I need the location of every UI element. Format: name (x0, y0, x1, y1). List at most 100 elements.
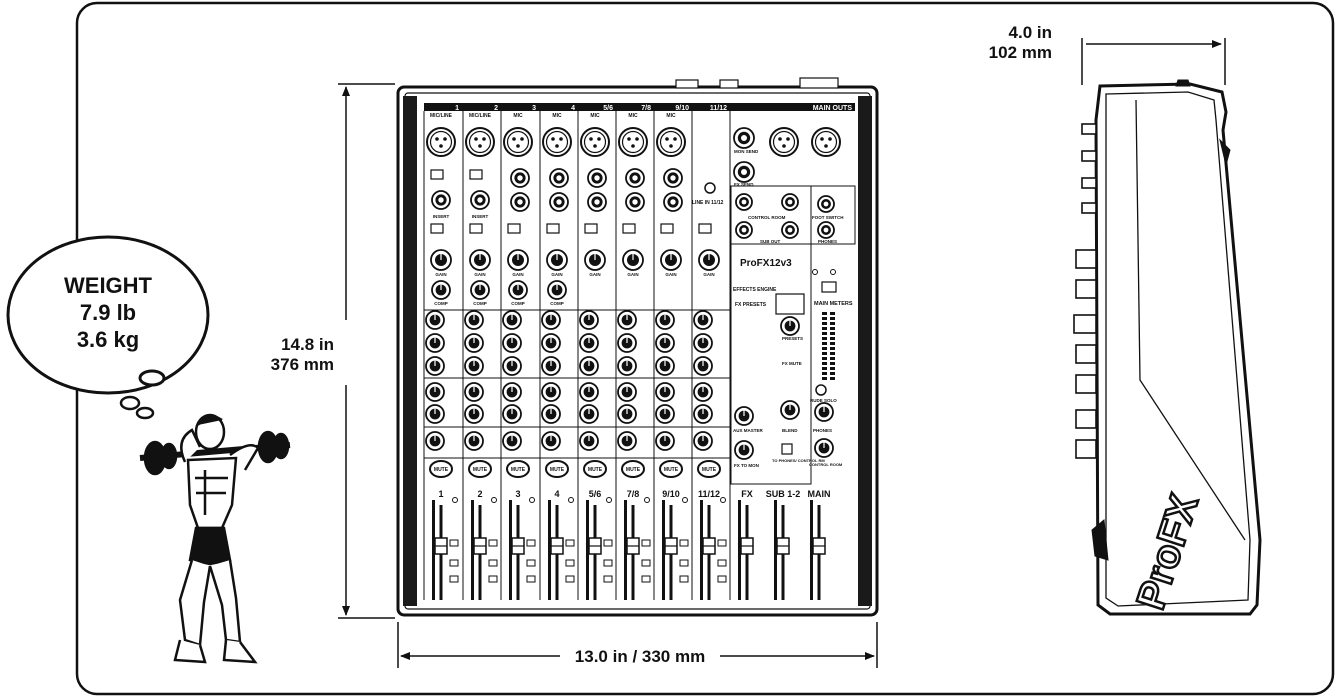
fader-scale (700, 500, 703, 600)
input-type-label: MIC (513, 113, 523, 119)
assign-switch (449, 539, 459, 547)
xlr-jack (618, 127, 648, 157)
eq-knob (464, 333, 484, 353)
led (529, 497, 535, 503)
main-meters-label: MAIN METERS (814, 301, 853, 307)
pan-knob (425, 431, 445, 451)
channel-header-label: 2 (494, 105, 498, 112)
assign-switch (679, 559, 689, 567)
switch (698, 223, 712, 234)
fader-scale (548, 500, 551, 600)
pan-knob (655, 431, 675, 451)
pfl-switch (641, 575, 651, 583)
low-cut-switch (660, 223, 674, 234)
gain-label: GAIN (627, 272, 638, 277)
meter-led (830, 347, 835, 350)
mute-label: MUTE (626, 467, 641, 473)
aux-knob (693, 382, 713, 402)
meter-led (830, 352, 835, 355)
line-in-jack (625, 192, 645, 212)
height-in: 14.8 in (281, 335, 334, 354)
meter-led (822, 352, 827, 355)
low-cut-switch (622, 223, 636, 234)
meter-led (830, 337, 835, 340)
assign-switch (565, 559, 575, 567)
eq-knob (502, 356, 522, 376)
pfl-switch (565, 575, 575, 583)
comp-knob (547, 280, 567, 300)
pan-knob (464, 431, 484, 451)
xlr-jack (465, 127, 495, 157)
led (606, 497, 612, 503)
led (568, 497, 574, 503)
low-cut-switch (546, 223, 560, 234)
eq-knob (464, 310, 484, 330)
meter-led (822, 337, 827, 340)
assign-switch (603, 559, 613, 567)
mute-label: MUTE (664, 467, 679, 473)
fader-scale (662, 500, 665, 600)
fader-scale (624, 500, 627, 600)
pfl-switch (603, 575, 613, 583)
line-in-jack (663, 168, 683, 188)
weight-title: WEIGHT (64, 273, 153, 298)
fader-scale (738, 500, 741, 600)
assign-switch (717, 559, 727, 567)
assign-switch (603, 539, 613, 547)
low-cut-switch (507, 223, 521, 234)
foot-switch-label: FOOT SWITCH (812, 215, 844, 220)
meter-led (830, 367, 835, 370)
fader-label: FX (741, 489, 753, 499)
side-knob-stub (1075, 374, 1097, 394)
eq-knob (464, 356, 484, 376)
channel-header-label: 1 (455, 105, 459, 112)
pfl-switch (526, 575, 536, 583)
fader-label: MAIN (808, 489, 831, 499)
aux-knob (693, 404, 713, 424)
mon-send-jack (733, 127, 755, 149)
line-in-jack (549, 192, 569, 212)
mute-label: MUTE (434, 467, 449, 473)
hi-z-switch (430, 169, 444, 180)
assign-switch (449, 559, 459, 567)
channel-header-label: 4 (571, 105, 575, 112)
led (830, 269, 836, 275)
phones-knob (814, 402, 834, 422)
fader-scale (471, 500, 474, 600)
channel-header-label: 9/10 (675, 105, 689, 112)
channel-header-label: 7/8 (641, 105, 651, 112)
pfl-switch (449, 575, 459, 583)
meter-led (830, 332, 835, 335)
channel-header-label: 3 (532, 105, 536, 112)
line-in-jack (549, 168, 569, 188)
mute-label: MUTE (588, 467, 603, 473)
fader-scale (509, 500, 512, 600)
control-room-knob-label: CONTROL ROOM (809, 462, 843, 467)
meter-led (822, 347, 827, 350)
hi-z-switch (469, 169, 483, 180)
to-phones-switch (781, 443, 793, 455)
aux-knob (502, 404, 522, 424)
input-type-label: MIC (552, 113, 562, 119)
gain-knob (430, 249, 452, 271)
xlr-jack (542, 127, 572, 157)
gain-label: GAIN (551, 272, 562, 277)
fx-send-label: FX SEND (734, 182, 754, 187)
meter-led (822, 367, 827, 370)
mute-label: MUTE (702, 467, 717, 473)
xlr-jack (503, 127, 533, 157)
assign-switch (717, 539, 727, 547)
fader-label: 2 (477, 489, 482, 499)
meter-led (830, 342, 835, 345)
pfl-switch (717, 575, 727, 583)
input-type-label: MIC/LINE (469, 113, 492, 119)
side-knob-stub (1081, 177, 1097, 189)
mute-button: MUTE (659, 460, 683, 478)
depth-mm: 102 mm (989, 43, 1052, 62)
assign-switch (526, 539, 536, 547)
presets-label: PRESETS (782, 336, 803, 341)
side-knob-stub (1081, 123, 1097, 135)
gain-label: GAIN (512, 272, 523, 277)
pan-knob (502, 431, 522, 451)
